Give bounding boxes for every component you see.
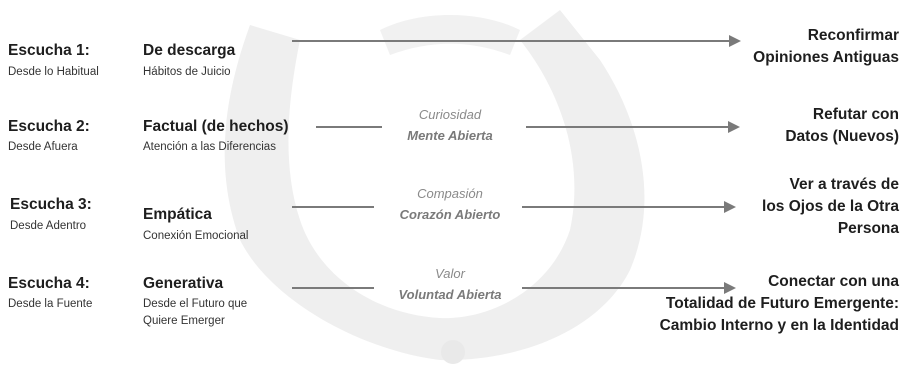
- attitude-label: Compasión: [417, 186, 483, 201]
- mode-subtitle: Atención a las Diferencias: [143, 141, 276, 153]
- level-title: Escucha 2:: [8, 118, 90, 135]
- attitude-emphasis: Corazón Abierto: [399, 207, 501, 222]
- attitude-label: Curiosidad: [418, 107, 482, 122]
- level-source: Desde Adentro: [10, 220, 87, 232]
- arrow-connector: [316, 126, 382, 128]
- outcome-line: Persona: [837, 220, 899, 237]
- level-title: Escucha 4:: [8, 275, 90, 292]
- arrow-connector: [526, 121, 740, 133]
- outcome-line: Ver a través de: [789, 176, 899, 193]
- outcome-line: Datos (Nuevos): [785, 128, 899, 145]
- mode-title: De descarga: [143, 42, 236, 59]
- level-title: Escucha 3:: [10, 196, 92, 213]
- mode-subtitle: Conexión Emocional: [143, 230, 249, 242]
- mode-title: Factual (de hechos): [143, 118, 289, 135]
- mode-subtitle: Desde el Futuro que Quiere Emerger: [143, 296, 247, 330]
- arrow-connector: [292, 287, 374, 289]
- outcome-text: Conectar con una Totalidad de Futuro Eme…: [660, 271, 899, 337]
- arrow-connector: [522, 201, 736, 213]
- mode-subtitle-line: Quiere Emerger: [143, 315, 225, 327]
- outcome-line: Cambio Interno y en la Identidad: [659, 317, 899, 334]
- mode-subtitle: Hábitos de Juicio: [143, 66, 231, 78]
- outcome-text: Reconfirmar Opiniones Antiguas: [753, 25, 899, 69]
- attitude-emphasis: Mente Abierta: [407, 128, 493, 143]
- mode-title: Generativa: [143, 275, 224, 292]
- arrow-connector: [292, 206, 374, 208]
- outcome-line: Refutar con: [812, 106, 899, 123]
- level-source: Desde lo Habitual: [8, 66, 99, 78]
- outcome-line: los Ojos de la Otra: [762, 198, 899, 215]
- level-source: Desde la Fuente: [8, 298, 93, 310]
- level-source: Desde Afuera: [8, 141, 78, 153]
- arrow-connector: [522, 282, 736, 294]
- outcome-line: Opiniones Antiguas: [753, 49, 899, 66]
- arrow-connector: [292, 35, 741, 47]
- outcome-line: Reconfirmar: [807, 27, 899, 44]
- attitude-emphasis: Voluntad Abierta: [398, 287, 502, 302]
- attitude-label: Valor: [435, 266, 465, 281]
- outcome-text: Ver a través de los Ojos de la Otra Pers…: [762, 174, 899, 240]
- mode-title: Empática: [143, 206, 212, 223]
- outcome-line: Totalidad de Futuro Emergente:: [665, 295, 899, 312]
- outcome-line: Conectar con una: [768, 273, 899, 290]
- level-title: Escucha 1:: [8, 42, 90, 59]
- mode-subtitle-line: Desde el Futuro que: [143, 298, 248, 310]
- outcome-text: Refutar con Datos (Nuevos): [785, 104, 899, 148]
